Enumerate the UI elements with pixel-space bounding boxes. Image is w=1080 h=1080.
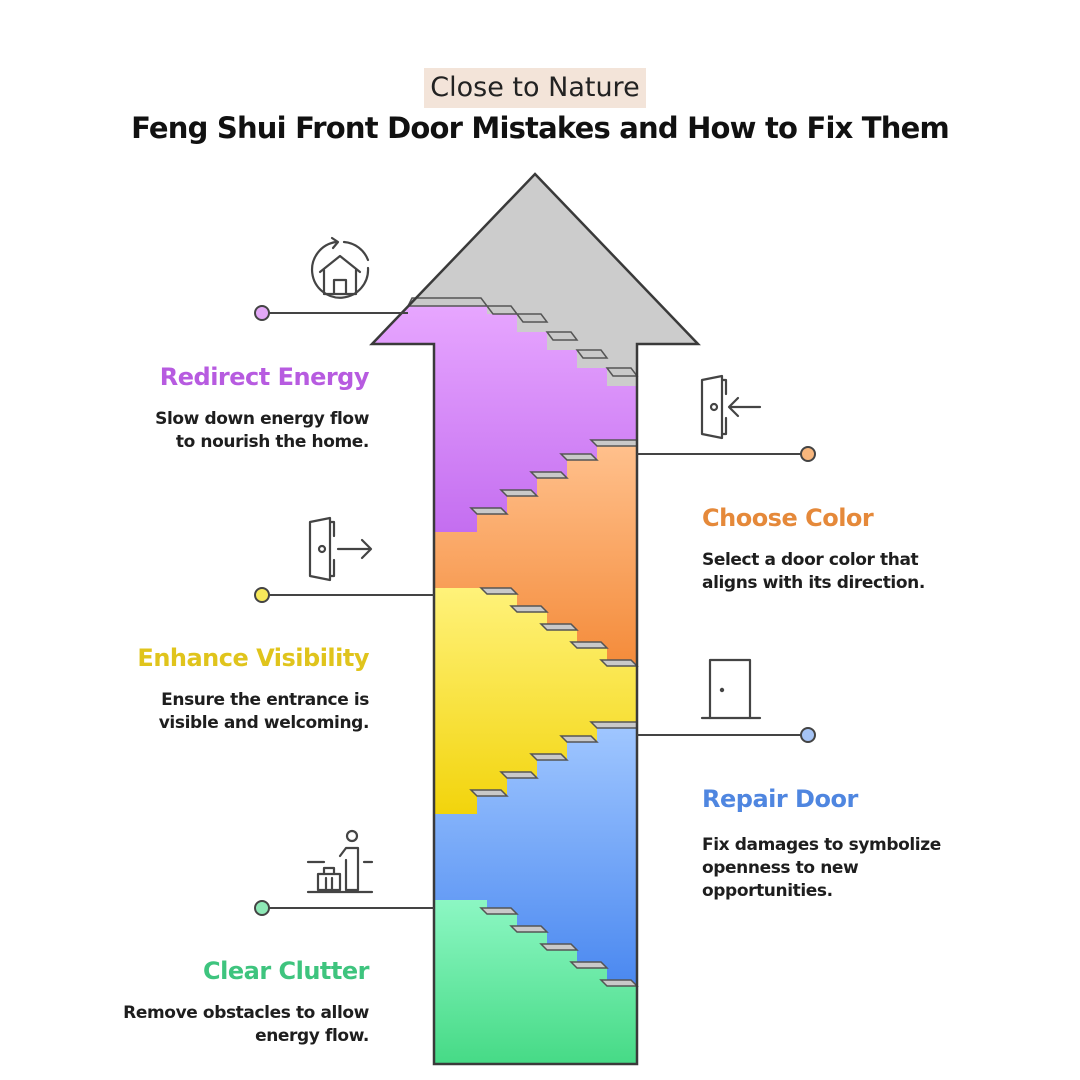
dot-clear-clutter xyxy=(254,900,270,916)
segment-clear-clutter xyxy=(434,900,637,1064)
heading-choose-color: Choose Color xyxy=(702,504,874,532)
dot-redirect-energy xyxy=(254,305,270,321)
page-title: Feng Shui Front Door Mistakes and How to… xyxy=(131,111,950,145)
desc-redirect-energy: Slow down energy flow to nourish the hom… xyxy=(155,409,369,452)
door-exit-icon xyxy=(308,516,373,582)
dot-choose-color xyxy=(800,446,816,462)
door-enter-icon xyxy=(700,374,762,440)
desc-choose-color: Select a door color that aligns with its… xyxy=(702,550,925,593)
connectors xyxy=(262,312,808,909)
heading-clear-clutter: Clear Clutter xyxy=(203,957,370,985)
desc-clear-clutter: Remove obstacles to allow energy flow. xyxy=(123,1003,369,1046)
desc-enhance-visibility: Ensure the entrance is visible and welco… xyxy=(158,690,370,733)
segment-choose-color xyxy=(434,446,637,666)
desc-repair-door: Fix damages to symbolize openness to new… xyxy=(702,835,941,901)
segment-redirect-energy xyxy=(372,306,637,532)
segment-repair-door xyxy=(434,728,637,986)
arrow-outline xyxy=(369,172,701,1066)
heading-redirect-energy: Redirect Energy xyxy=(159,363,370,391)
dot-enhance-visibility xyxy=(254,587,270,603)
heading-repair-door: Repair Door xyxy=(702,785,858,813)
brand-label: Close to Nature xyxy=(424,68,646,108)
heading-enhance-visibility: Enhance Visibility xyxy=(137,644,369,672)
door-icon xyxy=(700,658,762,720)
house-refresh-icon xyxy=(310,236,370,299)
luggage-person-icon xyxy=(306,829,374,894)
dot-repair-door xyxy=(800,727,816,743)
stair-treads xyxy=(406,297,639,987)
arrow-head-segment xyxy=(408,174,698,386)
segment-enhance-visibility xyxy=(434,588,637,814)
